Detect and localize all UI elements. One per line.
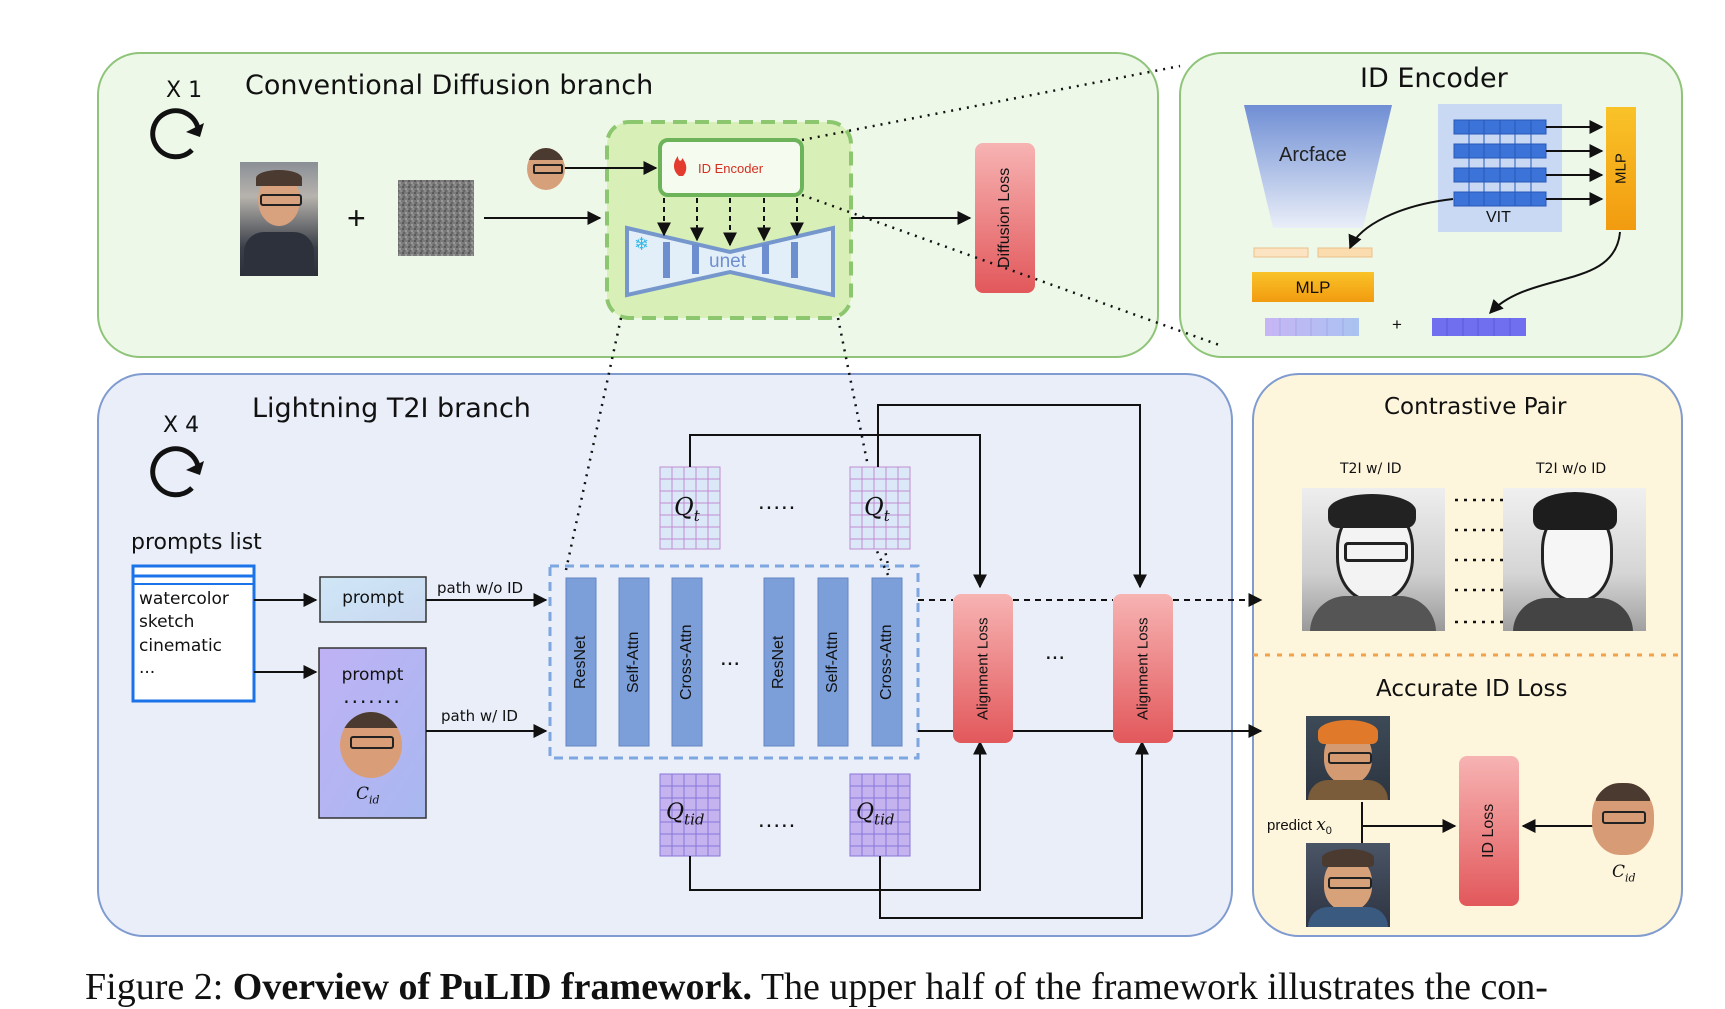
diffusion-loss-label: Diffusion Loss (996, 167, 1013, 269)
repeat-count-bottom: X 4 (163, 413, 200, 438)
id-encoder-panel-title: ID Encoder (1360, 63, 1508, 94)
t2i-with-id-label: T2I w/ ID (1340, 461, 1402, 477)
layer-resnet-1: ResNet (572, 635, 589, 689)
unet-label: unet (709, 251, 746, 272)
id-loss-box (1459, 756, 1519, 906)
repeat-count-top: X 1 (166, 78, 203, 103)
unet-layers (565, 577, 903, 747)
prompt-item-watercolor: watercolor (139, 589, 229, 609)
accurate-id-loss-title: Accurate ID Loss (1376, 676, 1568, 702)
prompts-list-box (131, 564, 256, 703)
vit-embedding-token (1432, 318, 1526, 336)
prompt-item-sketch: sketch (139, 612, 195, 632)
q-tid-dots: ..... (758, 806, 797, 833)
cid-label-right: Cid (1612, 862, 1636, 885)
arcface-embedding-token (1265, 318, 1359, 336)
prompts-list-title: prompts list (131, 530, 262, 555)
prompt-item-more: ... (139, 658, 156, 678)
reference-cid-photo (1592, 783, 1654, 855)
q-t-dots: ..... (758, 488, 797, 515)
plus-sign: + (347, 200, 366, 236)
small-face-photo (527, 148, 565, 190)
prompt-item-cinematic: cinematic (139, 636, 223, 656)
snowflake-icon: ❄ (634, 234, 649, 255)
prompt-id-box-label: prompt (341, 665, 404, 685)
diffusion-loss-box (975, 143, 1035, 293)
layer-cross-attn-1: Cross-Attn (678, 624, 695, 700)
prompt-box (319, 576, 427, 623)
embedding-plus-sign: + (1392, 315, 1402, 334)
id-encoder-mini-label: ID Encoder (698, 161, 764, 176)
q-t-grid-1 (659, 466, 721, 550)
alignment-loss-label-2: Alignment Loss (1134, 617, 1152, 720)
q-t-label-1: Qt (674, 493, 700, 525)
figure-caption: Figure 2: Overview of PuLID framework. T… (85, 966, 1548, 1008)
prompt-id-dots: ....... (343, 684, 402, 708)
flame-icon (674, 156, 687, 176)
reference-face-photo (240, 162, 318, 276)
contrastive-links (1455, 498, 1510, 624)
alignment-loss-box-2 (1113, 594, 1173, 743)
layer-self-attn-1: Self-Attn (625, 631, 642, 693)
path-with-id-label: path w/ ID (441, 707, 518, 725)
t2i-with-id-image (1302, 488, 1445, 631)
id-loss-label: ID Loss (1480, 803, 1497, 859)
mlp-vertical-label: MLP (1612, 153, 1630, 184)
path-without-id-label: path w/o ID (437, 579, 524, 597)
predicted-face-photo-2 (1306, 843, 1390, 927)
layer-resnet-2: ResNet (770, 635, 787, 689)
mlp-horizontal-box (1252, 272, 1374, 302)
unet-shape (625, 225, 835, 298)
cid-face-photo (340, 712, 402, 778)
q-tid-label-1: Qtid (666, 800, 705, 829)
vit-label: VIT (1486, 209, 1511, 226)
repeat-icon-2 (150, 446, 204, 498)
conventional-branch-title: Conventional Diffusion branch (245, 70, 654, 101)
mlp-vertical-box (1606, 107, 1636, 230)
repeat-icon (150, 108, 204, 160)
alignment-loss-box-1 (953, 594, 1013, 743)
cid-label-prompt: Cid (356, 784, 380, 807)
q-t-label-2: Qt (864, 493, 890, 525)
q-tid-grid-1 (659, 773, 721, 857)
prompt-box-label: prompt (342, 588, 404, 608)
t2i-without-id-label: T2I w/o ID (1536, 461, 1607, 477)
layer-cross-attn-2: Cross-Attn (878, 624, 895, 700)
contrastive-pair-title: Contrastive Pair (1384, 394, 1567, 420)
arcface-label: Arcface (1279, 144, 1347, 166)
id-encoder-mini-box (658, 138, 804, 197)
mlp-horizontal-label: MLP (1295, 278, 1331, 297)
layers-ellipsis: ... (720, 644, 741, 671)
lightning-branch-title: Lightning T2I branch (252, 393, 531, 424)
losses-ellipsis: ... (1045, 638, 1066, 665)
q-tid-label-2: Qtid (856, 800, 895, 829)
predict-x0-label: predict x0 (1267, 815, 1332, 837)
q-t-grid-2 (849, 466, 911, 550)
arcface-trapezoid (1244, 105, 1392, 228)
layer-self-attn-2: Self-Attn (824, 631, 841, 693)
q-tid-grid-2 (849, 773, 911, 857)
t2i-without-id-image (1503, 488, 1646, 631)
noise-image (398, 180, 474, 256)
unet-layers-container (548, 564, 920, 760)
predicted-face-photo-1 (1306, 716, 1390, 800)
alignment-loss-label-1: Alignment Loss (974, 617, 992, 720)
